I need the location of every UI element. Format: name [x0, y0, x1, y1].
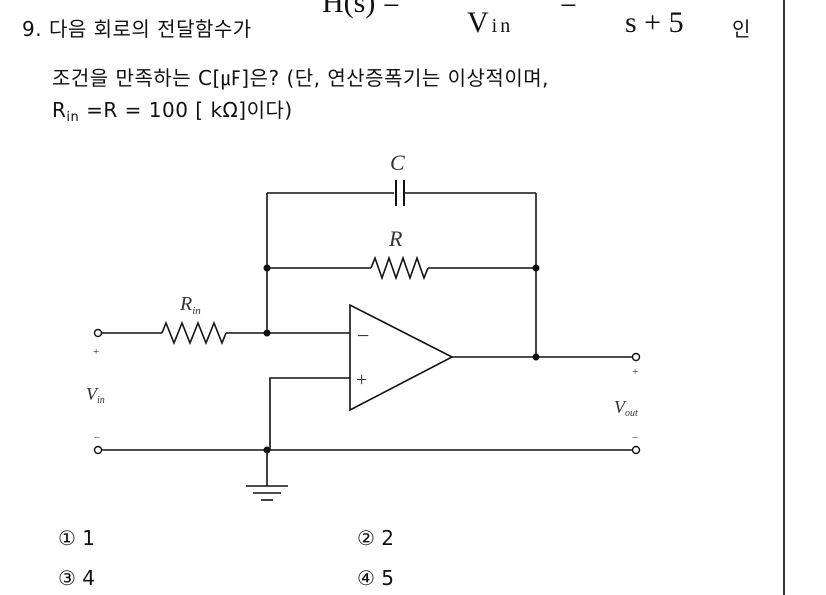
vout-plus-mark: + [632, 366, 638, 378]
terminal-vout-plus [631, 352, 641, 362]
opamp-triangle [349, 303, 454, 412]
label-vout: Vout [614, 397, 638, 419]
choice-3[interactable]: ③ 4 [58, 566, 96, 590]
vout-minus-mark: − [632, 432, 638, 444]
terminal-vin-plus [93, 328, 103, 338]
question-line1-suffix: 인 [732, 17, 751, 41]
question-line1-text: 다음 회로의 전달함수가 [48, 17, 252, 41]
question-line-1: 9. 다음 회로의 전달함수가 [22, 13, 252, 42]
wire-noninv-stub [269, 377, 350, 450]
question-line-3: Rin =R = 100 [ kΩ]이다) [52, 98, 293, 125]
opamp-plus-label: + [356, 369, 367, 391]
label-rin: Rin [179, 293, 201, 317]
junction-dot [263, 264, 271, 272]
terminal-vin-minus [93, 445, 103, 455]
vin-minus-mark: − [94, 432, 100, 444]
label-r: R [388, 226, 403, 251]
junction-dot [263, 329, 271, 337]
question-number: 9. [22, 17, 43, 41]
opamp-minus-label: − [357, 323, 369, 348]
resistor-r-zigzag [370, 255, 429, 281]
question-line-2: 조건을 만족하는 C[㎌]은? (단, 연산증폭기는 이상적이며, [52, 66, 549, 90]
formula-lhs: H(s) = [322, 0, 400, 19]
right-margin-rule [783, 0, 785, 595]
junction-dot [532, 264, 540, 272]
formula-denominator-rhs: s + 5 [625, 6, 684, 39]
label-c: C [390, 150, 405, 175]
choice-1[interactable]: ① 1 [58, 526, 96, 550]
formula-denominator-vin: Vin [467, 6, 514, 39]
terminal-vout-minus [631, 445, 641, 455]
formula-equals: = [560, 0, 577, 19]
resistor-rin-zigzag [161, 320, 227, 346]
choice-4[interactable]: ④ 5 [357, 566, 395, 590]
junction-dot [532, 353, 540, 361]
choice-2[interactable]: ② 2 [357, 526, 395, 550]
vin-plus-mark: + [93, 346, 99, 358]
junction-dot [263, 446, 271, 454]
label-vin: Vin [86, 384, 105, 406]
